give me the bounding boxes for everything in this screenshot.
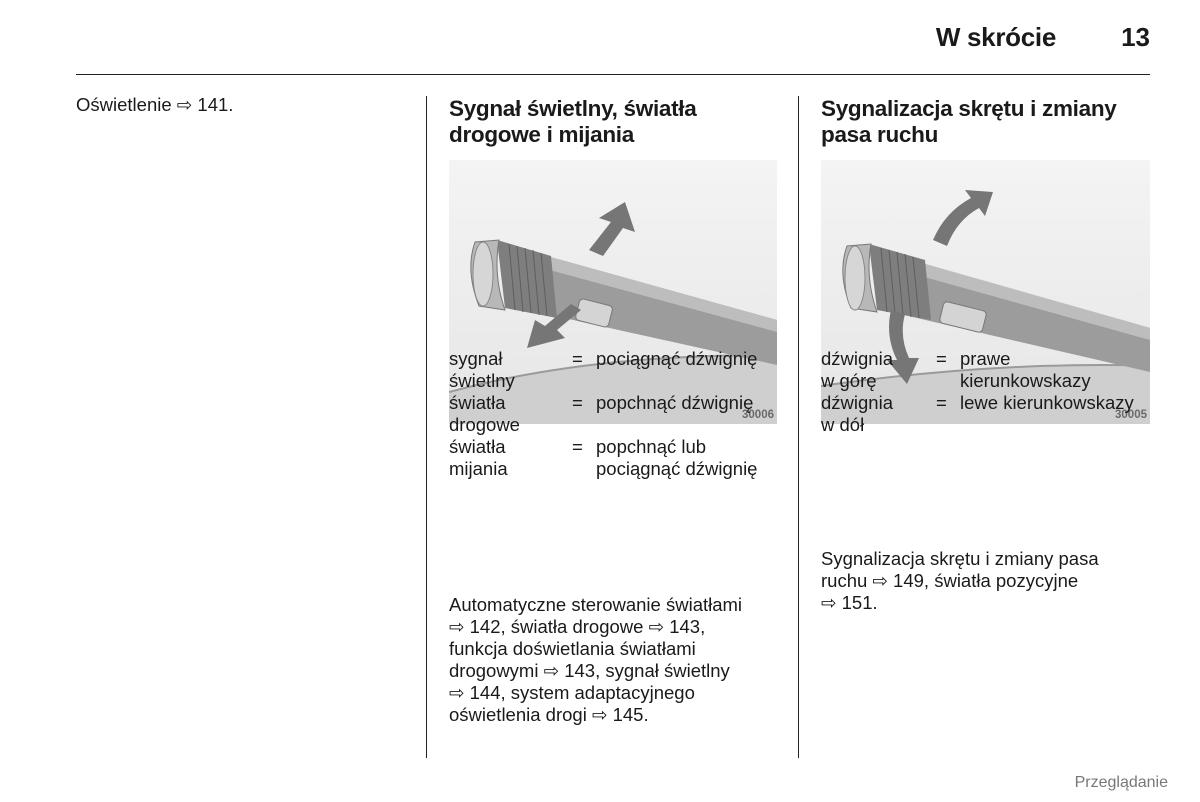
lighting-reference: Oświetlenie ⇨ 141. bbox=[76, 94, 234, 115]
lever-drawing bbox=[821, 190, 1150, 424]
turn-signal-references: Sygnalizacja skrętu i zmiany pasa ruchu … bbox=[821, 548, 1099, 613]
column-divider-2 bbox=[798, 96, 799, 758]
lever-drawing bbox=[449, 202, 777, 424]
column-divider-1 bbox=[426, 96, 427, 758]
section-title: Sygnał świetlny, światła drogowe i mijan… bbox=[449, 96, 697, 147]
watermark-text: Przeglądanie bbox=[1074, 774, 1168, 791]
section-high-beam: Sygnał świetlny, światła drogowe i mijan… bbox=[449, 96, 779, 424]
figure-code: 30005 bbox=[1115, 409, 1147, 421]
header-rule bbox=[76, 74, 1150, 75]
page-number: 13 bbox=[1121, 22, 1150, 52]
figure-code: 30006 bbox=[742, 409, 774, 421]
stalk-illustration-turn-signal: 30005 bbox=[821, 160, 1150, 424]
section-title: Sygnalizacja skrętu i zmiany pasa ruchu bbox=[821, 96, 1117, 147]
stalk-illustration-high-beam: 30006 bbox=[449, 160, 777, 424]
high-beam-references: Automatyczne sterowanie światłami ⇨ 142,… bbox=[449, 594, 743, 725]
section-turn-signal: Sygnalizacja skrętu i zmiany pasa ruchu … bbox=[821, 96, 1151, 424]
page-header-title: W skrócie bbox=[935, 22, 1056, 52]
